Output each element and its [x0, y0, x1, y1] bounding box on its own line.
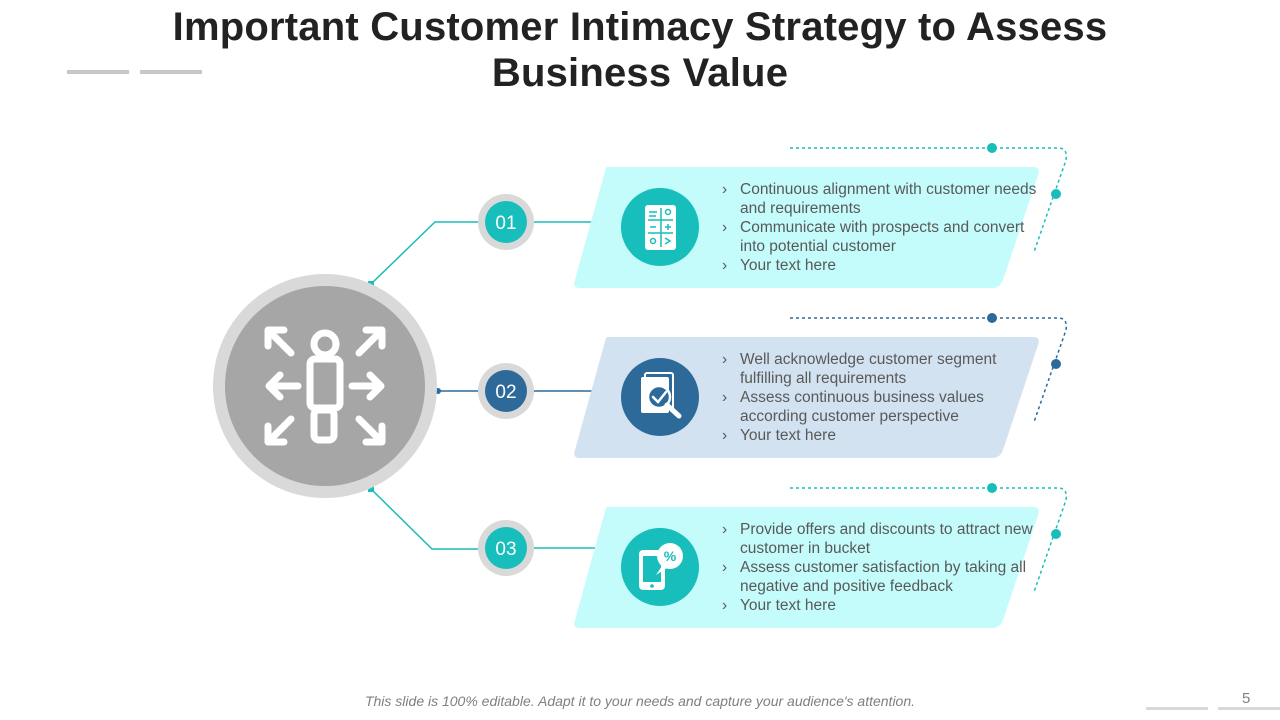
step-number-3: 03: [495, 539, 516, 560]
bullet-item: Communicate with prospects and convert i…: [722, 218, 1042, 256]
bullet-item: Assess customer satisfaction by taking a…: [722, 558, 1042, 596]
footer-decoration-bar: [1146, 707, 1208, 710]
bullet-item: Assess continuous business values accord…: [722, 388, 1042, 426]
bullet-item: Continuous alignment with customer needs…: [722, 180, 1042, 218]
step-number-1: 01: [495, 213, 516, 234]
document-check-icon: [641, 372, 682, 419]
bullet-list-3: Provide offers and discounts to attract …: [722, 520, 1042, 615]
bullet-item: Your text here: [722, 426, 1042, 445]
title-decoration-bar: [140, 70, 202, 74]
bullet-item: Well acknowledge customer segment fulfil…: [722, 350, 1042, 388]
page-title: Important Customer Intimacy Strategy to …: [0, 4, 1280, 96]
connector-dot: [368, 486, 374, 492]
footer-note: This slide is 100% editable. Adapt it to…: [364, 693, 916, 709]
calculator-icon: [645, 205, 676, 250]
title-line-1: Important Customer Intimacy Strategy to …: [172, 5, 1108, 49]
bullet-list-2: Well acknowledge customer segment fulfil…: [722, 350, 1042, 445]
title-decoration-bar: [67, 70, 129, 74]
bullet-item: Your text here: [722, 256, 1042, 275]
connector-line-1: [370, 221, 480, 285]
footer-decoration-bar: [1218, 707, 1280, 710]
center-circle: [213, 274, 437, 498]
step-number-2: 02: [495, 382, 516, 403]
person-arrows-icon: [264, 326, 386, 446]
connector-line-3: [370, 488, 480, 550]
bullet-item: Your text here: [722, 596, 1042, 615]
page-number: 5: [1242, 690, 1251, 707]
bullet-item: Provide offers and discounts to attract …: [722, 520, 1042, 558]
title-line-2: Business Value: [491, 51, 789, 95]
svg-text:%: %: [664, 548, 677, 564]
mobile-offer-icon: %: [639, 543, 683, 590]
bullet-list-1: Continuous alignment with customer needs…: [722, 180, 1042, 275]
